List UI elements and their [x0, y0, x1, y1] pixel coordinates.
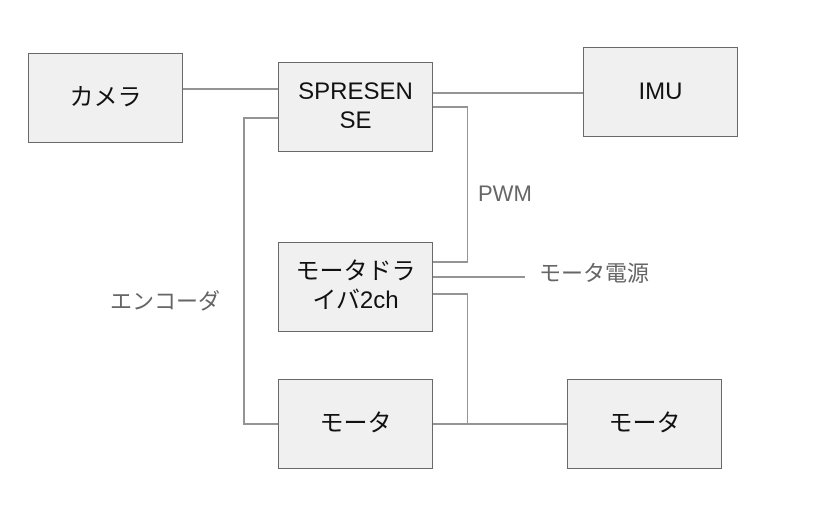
node-motor-right-label: モータ	[608, 409, 681, 437]
node-motor-driver-label: モータドラ イバ2ch	[295, 258, 416, 314]
node-camera: カメラ	[28, 53, 183, 143]
node-motor-driver: モータドラ イバ2ch	[278, 242, 433, 332]
node-motor-left: モータ	[278, 379, 433, 469]
edge-encoder-top-segment	[243, 117, 278, 119]
edge-motor-power	[433, 276, 525, 278]
node-imu: IMU	[583, 47, 738, 137]
edge-camera-spresense	[183, 88, 278, 90]
edge-label-motor-power: モータ電源	[539, 261, 650, 286]
edge-spresense-imu	[433, 92, 583, 94]
edge-label-pwm: PWM	[478, 181, 532, 206]
edge-driver-output-vertical-segment	[466, 293, 468, 424]
edge-label-encoder: エンコーダ	[110, 289, 221, 314]
node-motor-right: モータ	[567, 379, 722, 469]
edge-pwm-bottom-segment	[433, 261, 468, 263]
node-spresense-label: SPRESEN SE	[298, 78, 413, 134]
edge-encoder-bottom-segment	[243, 423, 278, 425]
node-camera-label: カメラ	[69, 83, 142, 111]
edge-driver-output-segment	[433, 293, 468, 295]
node-spresense: SPRESEN SE	[278, 62, 433, 152]
node-motor-left-label: モータ	[319, 409, 392, 437]
edge-motor-motor	[433, 423, 567, 425]
edge-pwm-vertical-segment	[466, 106, 468, 262]
node-imu-label: IMU	[638, 77, 683, 105]
edge-pwm-top-segment	[433, 106, 468, 108]
edge-encoder-vertical-segment	[243, 117, 245, 424]
